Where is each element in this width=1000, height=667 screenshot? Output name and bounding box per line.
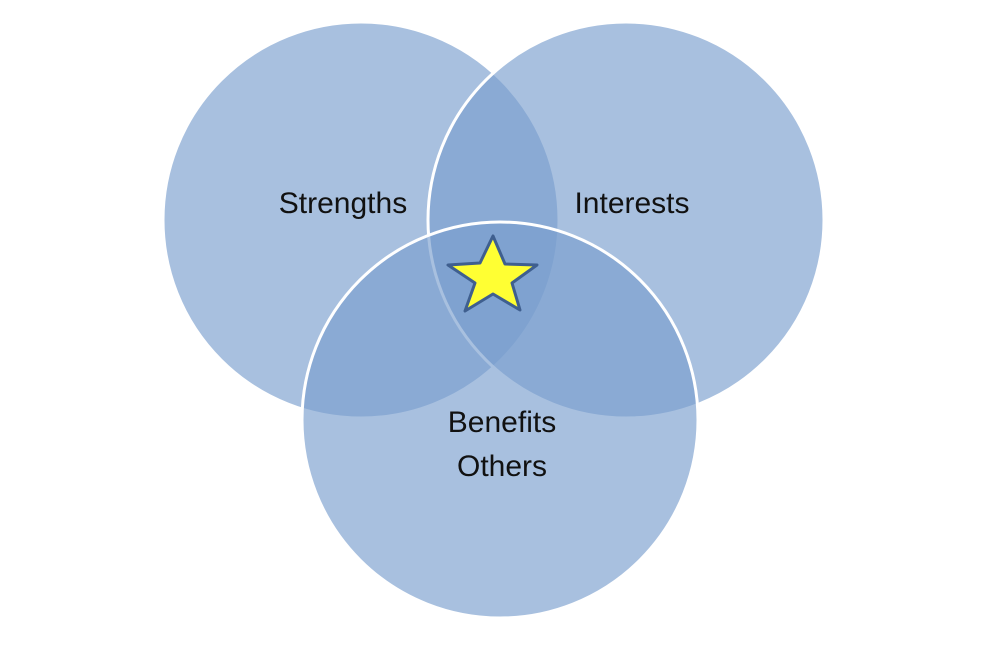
- label-benefits: Benefits: [448, 406, 556, 439]
- label-interests: Interests: [574, 187, 689, 220]
- label-strengths: Strengths: [279, 187, 407, 220]
- circle-benefits-others: [300, 220, 700, 620]
- label-others: Others: [457, 450, 547, 483]
- star-icon: [446, 234, 539, 313]
